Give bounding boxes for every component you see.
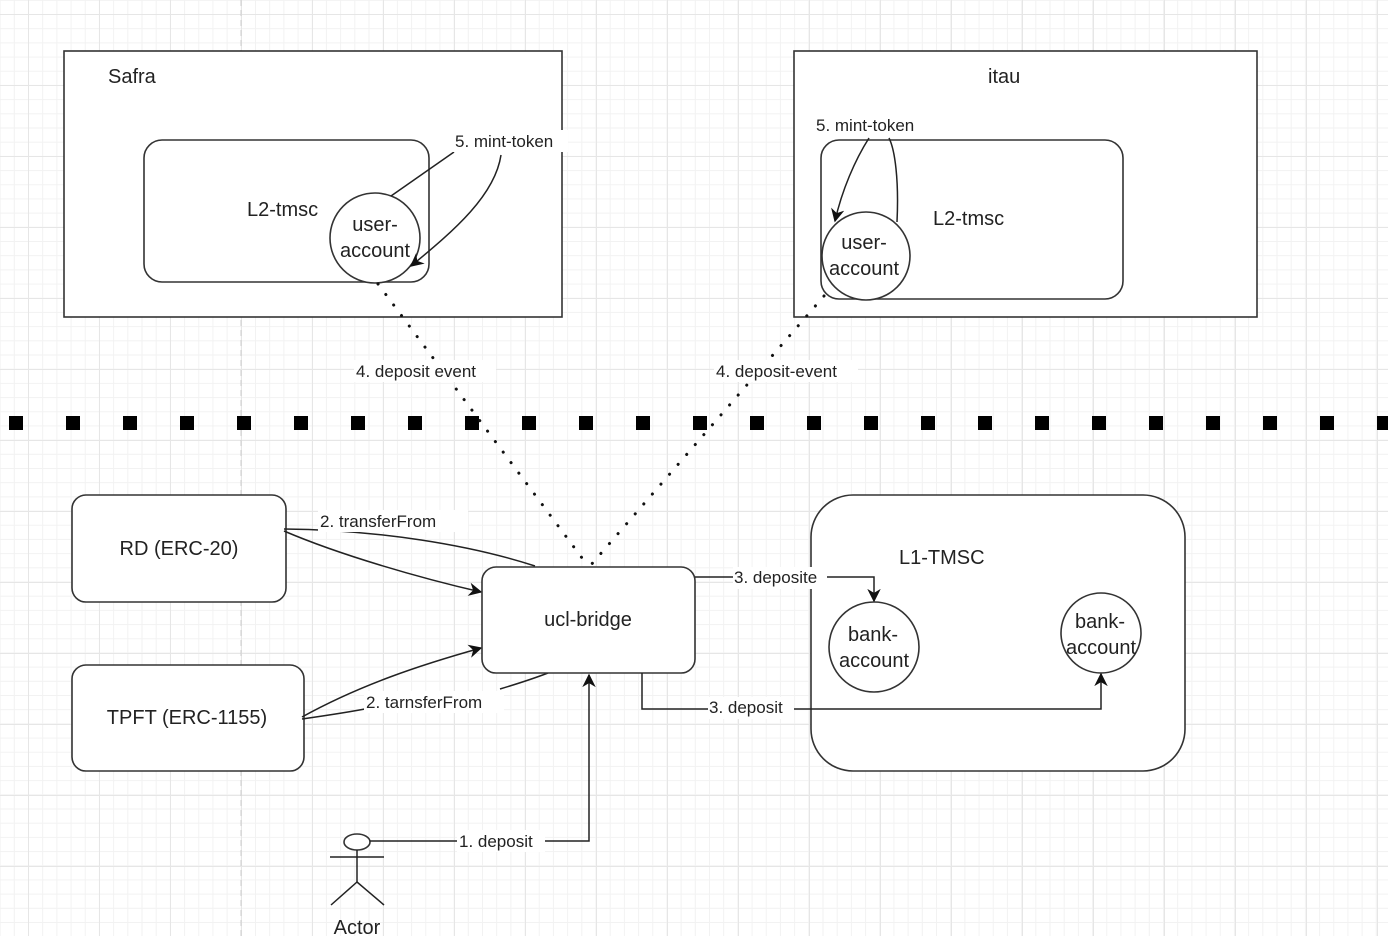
deposite-edge-left[interactable]: 3. deposite [695, 567, 881, 603]
itau-user-account-node[interactable]: user- account [821, 211, 911, 301]
rd-erc20-node[interactable]: RD (ERC-20) [71, 494, 287, 603]
safra-l2-tmsc-label: L2-tmsc [247, 199, 318, 221]
ucl-bridge-node[interactable]: ucl-bridge [481, 566, 696, 674]
separator-square [465, 416, 479, 430]
itau-mint-token-edge[interactable]: 5. mint-token [814, 114, 930, 223]
rd-transfer-from-edge[interactable]: 2. transferFrom [283, 510, 536, 596]
deposit-edge-right[interactable]: 3. deposit [641, 672, 1108, 719]
rd-erc20-label: RD (ERC-20) [120, 538, 239, 560]
separator-square [408, 416, 422, 430]
bank-account-node-left[interactable]: bank- account [828, 601, 920, 693]
separator-square [1377, 416, 1388, 430]
itau-user-account-label-line2: account [829, 258, 899, 280]
actor-deposit-label: 1. deposit [459, 832, 533, 851]
deposit-edge-right-label: 3. deposit [709, 698, 783, 717]
tpft-transfer-from-label: 2. tarnsferFrom [366, 693, 482, 712]
separator-square [66, 416, 80, 430]
separator-square [1263, 416, 1277, 430]
safra-mint-token-edge[interactable]: 5. mint-token [390, 130, 568, 267]
ucl-bridge-label: ucl-bridge [544, 609, 632, 631]
separator-square [522, 416, 536, 430]
deposite-edge-label: 3. deposite [734, 568, 817, 587]
itau-deposit-event-edge[interactable]: 4. deposit-event [588, 294, 858, 568]
separator-square [807, 416, 821, 430]
separator-square [750, 416, 764, 430]
safra-user-account-label-line2: account [340, 240, 410, 262]
separator-square [1206, 416, 1220, 430]
separator-square [1149, 416, 1163, 430]
separator-square [579, 416, 593, 430]
itau-l2-tmsc-label: L2-tmsc [933, 208, 1004, 230]
l1-tmsc-label: L1-TMSC [899, 547, 985, 569]
actor-label: Actor [334, 917, 381, 936]
separator-square [237, 416, 251, 430]
tpft-transfer-from-edge[interactable]: 2. tarnsferFrom [301, 644, 549, 720]
separator-square [693, 416, 707, 430]
separator-square [636, 416, 650, 430]
safra-deposit-event-edge[interactable]: 4. deposit event [354, 282, 590, 568]
separator-square [1092, 416, 1106, 430]
separator-square [864, 416, 878, 430]
separator-square [1035, 416, 1049, 430]
itau-mint-token-label: 5. mint-token [816, 116, 914, 135]
tpft-erc1155-node[interactable]: TPFT (ERC-1155) [71, 664, 305, 772]
actor-node[interactable]: Actor [330, 833, 385, 936]
bank-account-node-right[interactable]: bank- account [1060, 592, 1142, 674]
itau-deposit-event-label: 4. deposit-event [716, 362, 837, 381]
actor-deposit-edge[interactable]: 1. deposit [370, 673, 596, 852]
bank-account-right-label-line2: account [1066, 637, 1136, 659]
separator-square [180, 416, 194, 430]
safra-label: Safra [108, 66, 157, 88]
separator-square [978, 416, 992, 430]
bank-account-right-label-line1: bank- [1075, 611, 1125, 633]
separator-square [351, 416, 365, 430]
tpft-erc1155-label: TPFT (ERC-1155) [107, 707, 267, 729]
safra-user-account-label-line1: user- [352, 214, 398, 236]
separator-square [294, 416, 308, 430]
bank-account-left-label-line1: bank- [848, 624, 898, 646]
safra-user-account-node[interactable]: user- account [329, 192, 421, 284]
separator-square [123, 416, 137, 430]
separator-square [9, 416, 23, 430]
actor-head-icon [343, 833, 371, 851]
page-break-separator [9, 416, 1388, 430]
separator-square [921, 416, 935, 430]
safra-mint-token-label: 5. mint-token [455, 132, 553, 151]
separator-square [1320, 416, 1334, 430]
itau-label: itau [988, 66, 1020, 88]
safra-deposit-event-label: 4. deposit event [356, 362, 476, 381]
bank-account-left-label-line2: account [839, 650, 909, 672]
rd-transfer-from-label: 2. transferFrom [320, 512, 436, 531]
itau-user-account-label-line1: user- [841, 232, 887, 254]
l1-tmsc-container[interactable]: L1-TMSC [810, 494, 1186, 772]
